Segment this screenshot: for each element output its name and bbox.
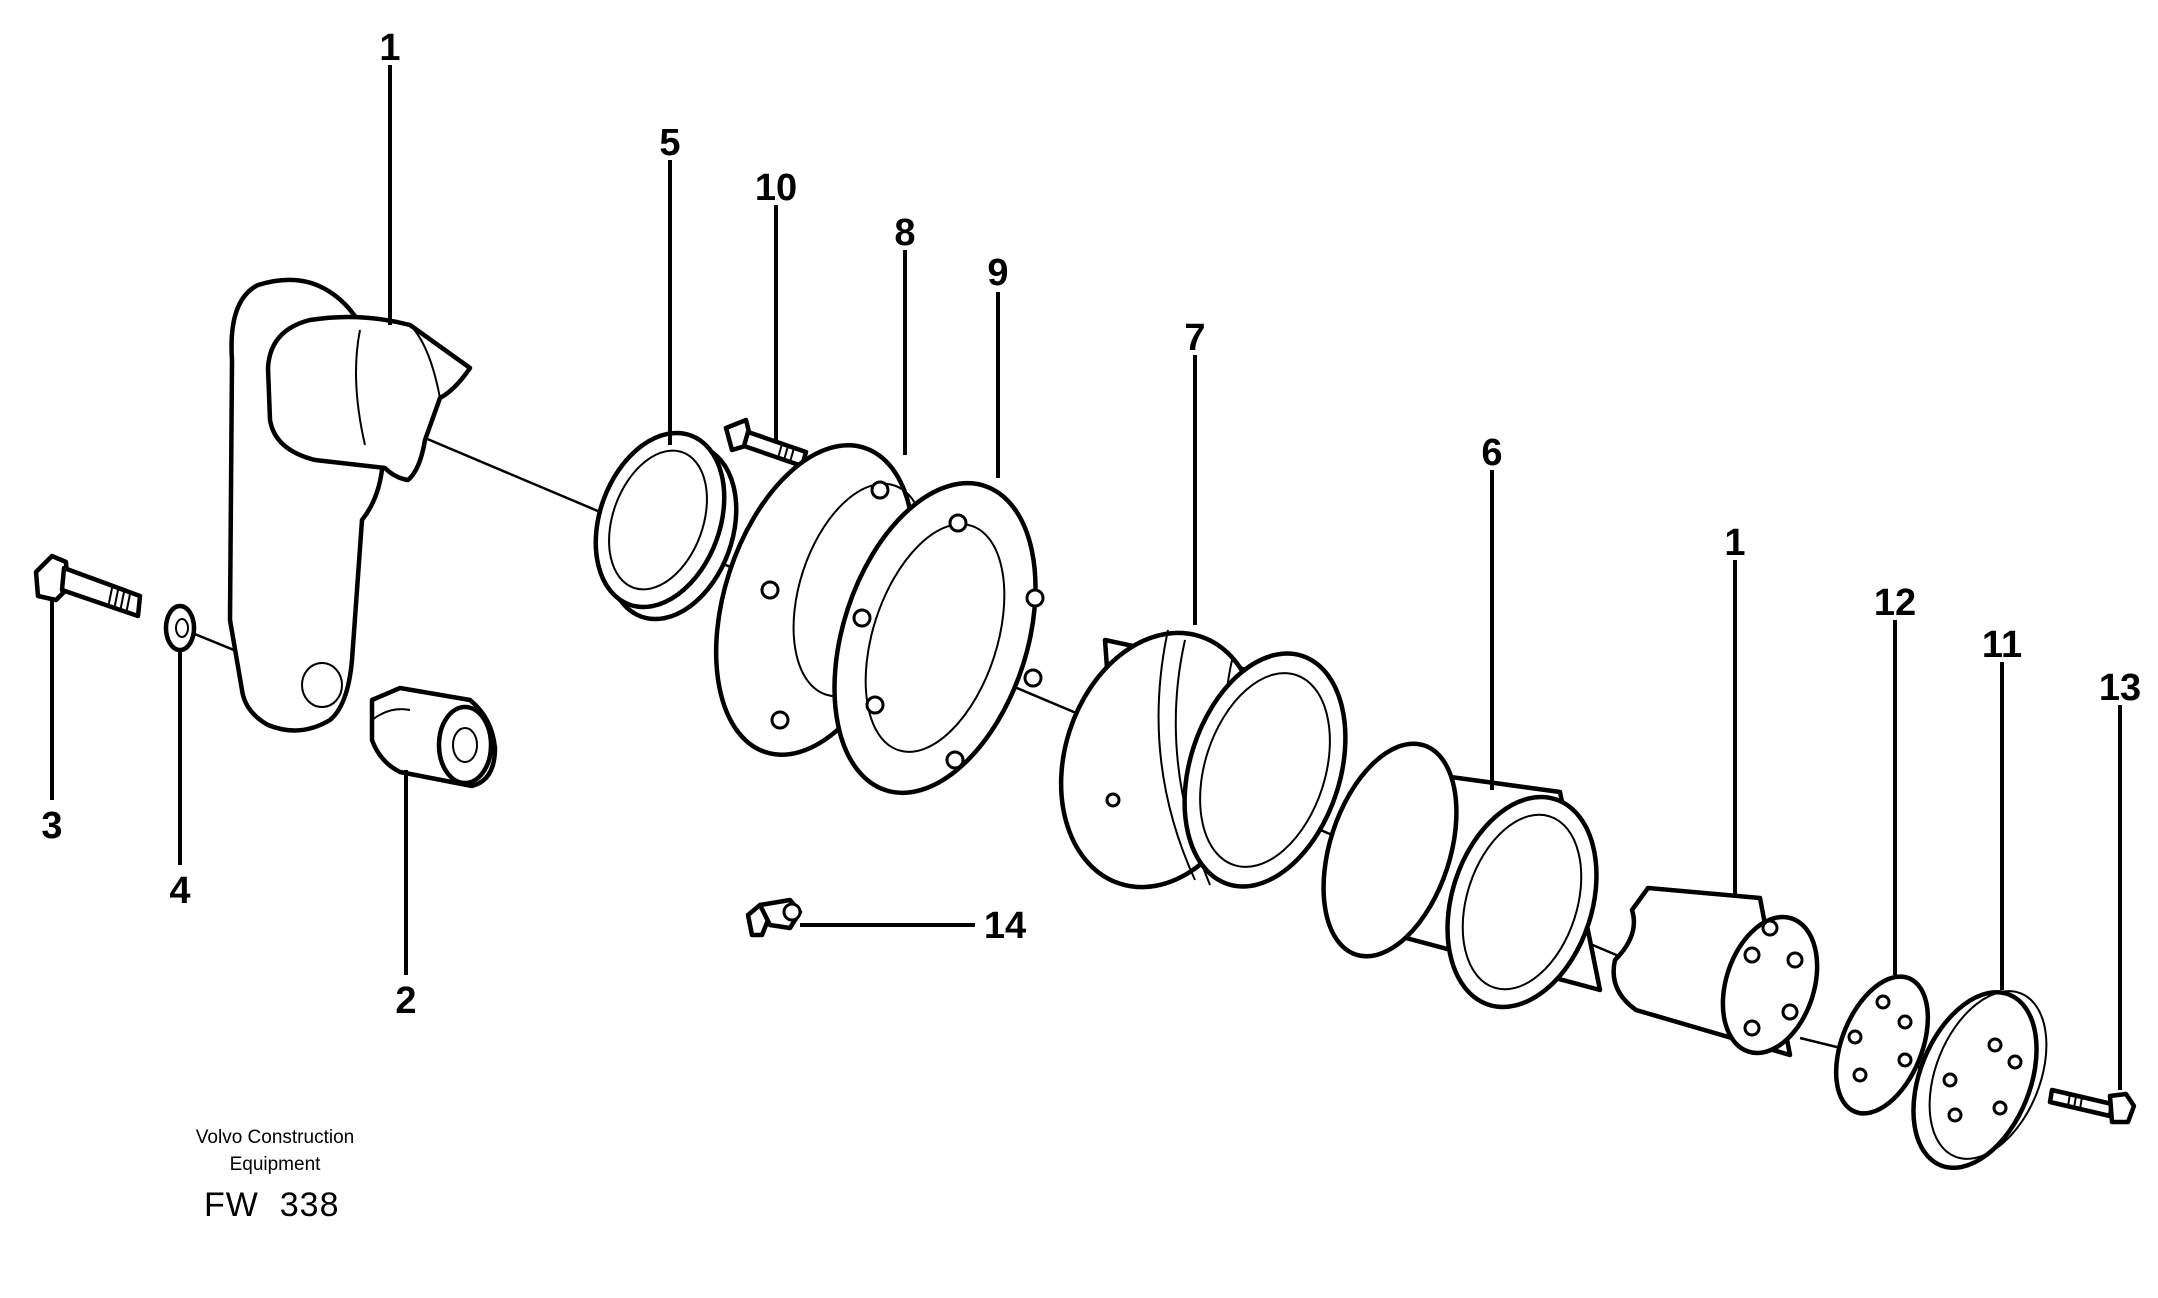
bushing-sleeve-part-6 bbox=[1321, 741, 1603, 1010]
callout-2: 2 bbox=[395, 980, 416, 1022]
callout-9: 9 bbox=[987, 252, 1008, 294]
callout-4: 4 bbox=[169, 870, 190, 912]
seal-ring-part-5 bbox=[593, 430, 739, 622]
callout-labels: 1 3 4 2 5 10 8 9 7 6 1 12 11 13 14 bbox=[41, 27, 2141, 1022]
bolt-part-13 bbox=[2047, 1087, 2137, 1125]
callout-10: 10 bbox=[755, 167, 797, 209]
callout-14: 14 bbox=[984, 905, 1026, 947]
credit-line-1: Volvo Construction bbox=[195, 1127, 355, 1148]
drawing-code: FW 338 bbox=[204, 1186, 340, 1224]
leader-lines bbox=[50, 65, 2122, 1090]
gasket-ring-part-9 bbox=[832, 480, 1045, 796]
callout-7: 7 bbox=[1184, 317, 1205, 359]
callout-11: 11 bbox=[1982, 624, 2022, 666]
grooved-sleeve-part-7 bbox=[1058, 629, 1348, 890]
callout-12: 12 bbox=[1874, 582, 1916, 624]
bolt-part-3 bbox=[33, 553, 143, 619]
plate-part-12 bbox=[1833, 974, 1931, 1116]
cover-disc-part-11 bbox=[1911, 989, 2048, 1171]
screw-part-10 bbox=[723, 417, 809, 469]
callout-5: 5 bbox=[659, 122, 680, 164]
callout-1-top: 1 bbox=[379, 27, 400, 69]
washer-part-4 bbox=[163, 603, 197, 653]
callout-8: 8 bbox=[894, 212, 915, 254]
callout-3: 3 bbox=[41, 805, 62, 847]
small-bushing-part bbox=[369, 685, 498, 789]
lever-arm-part bbox=[227, 277, 473, 733]
manufacturer-credit: Volvo Construction Equipment bbox=[160, 1124, 390, 1178]
callout-1-right: 1 bbox=[1724, 522, 1745, 564]
callout-6: 6 bbox=[1481, 432, 1502, 474]
callout-13: 13 bbox=[2099, 667, 2141, 709]
pin-part-1 bbox=[1611, 885, 1820, 1058]
grease-nipple-part-14 bbox=[745, 897, 803, 938]
credit-line-2: Equipment bbox=[229, 1154, 321, 1175]
